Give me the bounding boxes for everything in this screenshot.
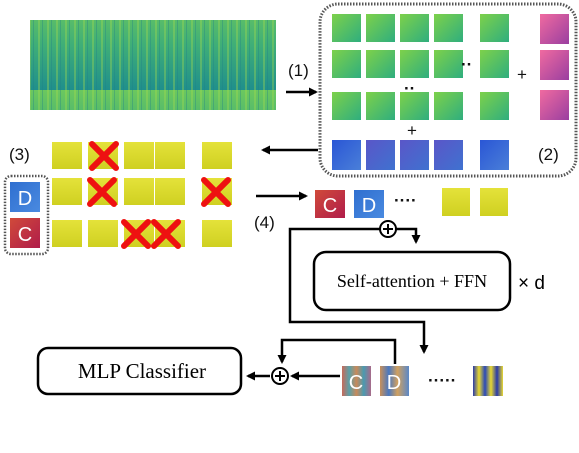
yellow-patch xyxy=(52,220,82,247)
spectrogram-patch xyxy=(400,92,429,120)
token-embedding xyxy=(540,50,569,80)
spectrogram-patch xyxy=(366,50,395,78)
yellow-patch xyxy=(52,178,82,205)
token-embedding xyxy=(540,90,569,120)
spectrogram-patch xyxy=(332,50,361,78)
arrow-dist-to-sum xyxy=(277,338,397,364)
seq-patch xyxy=(442,188,470,216)
ellipsis-row3: ·· xyxy=(404,79,415,98)
token-embedding xyxy=(540,14,569,44)
spectrogram-patch xyxy=(434,14,463,42)
mask-cross-icon xyxy=(121,219,151,249)
mask-cross-icon xyxy=(201,177,231,207)
distillation-token-label: D xyxy=(18,188,32,210)
output-dist-token-label: D xyxy=(387,372,401,394)
yellow-patch xyxy=(202,220,232,247)
spectrogram-patch xyxy=(366,14,395,42)
mask-cross-icon xyxy=(89,141,119,171)
ellipsis-output: ····· xyxy=(428,371,456,390)
position-embedding xyxy=(366,140,395,170)
output-patch-token xyxy=(473,366,503,396)
yellow-patch xyxy=(202,142,232,169)
spectrogram-patch xyxy=(480,92,509,120)
spectrogram-patch xyxy=(480,50,509,78)
position-embedding xyxy=(332,140,361,170)
step3-label: (3) xyxy=(9,145,30,164)
mlp-classifier-label: MLP Classifier xyxy=(78,359,206,383)
ellipsis-row1: ·· xyxy=(461,55,472,74)
mask-cross-icon xyxy=(151,219,181,249)
step4-label: (4) xyxy=(254,213,275,232)
distillation-token xyxy=(10,182,40,212)
residual-loop xyxy=(288,227,429,354)
seq-class-token-label: C xyxy=(323,195,337,217)
spectrogram-patch xyxy=(434,50,463,78)
transformer-block-label: Self-attention + FFN xyxy=(337,271,487,291)
spectrogram-patch xyxy=(400,50,429,78)
yellow-patch xyxy=(88,220,118,247)
add-op-plus xyxy=(383,224,393,234)
transformer-block xyxy=(312,250,512,312)
repeat-label: × d xyxy=(518,273,545,294)
spectrogram-patch xyxy=(480,14,509,42)
plus-sign: + xyxy=(407,121,417,140)
ellipsis-sequence: ···· xyxy=(394,191,417,210)
yellow-patch xyxy=(155,178,185,205)
output-class-token-label: C xyxy=(349,372,363,394)
plus-sign: + xyxy=(517,65,527,84)
line-seq-to-add xyxy=(396,227,421,244)
yellow-patch xyxy=(155,142,185,169)
spectrogram-patch xyxy=(332,92,361,120)
yellow-patch xyxy=(52,142,82,169)
mlp-classifier-block xyxy=(36,346,243,396)
step2-label: (2) xyxy=(538,145,559,164)
seq-dist-token xyxy=(354,190,384,218)
spectrogram-patch xyxy=(400,14,429,42)
spectrogram-patch xyxy=(366,92,395,120)
output-class-token xyxy=(342,366,371,396)
class-token xyxy=(10,218,40,248)
seq-class-token xyxy=(315,190,345,218)
yellow-patch xyxy=(124,178,154,205)
seq-patch xyxy=(480,188,508,216)
position-embedding xyxy=(480,140,509,170)
output-sum-plus xyxy=(275,371,285,381)
mask-cross-icon xyxy=(87,177,117,207)
output-dist-token xyxy=(380,366,409,396)
spectrogram-patch xyxy=(434,92,463,120)
seq-dist-token-label: D xyxy=(362,195,376,217)
patch-grid xyxy=(332,14,569,170)
position-embedding xyxy=(400,140,429,170)
class-token-label: C xyxy=(18,224,32,246)
patch-embedding-box xyxy=(318,2,578,178)
input-spectrogram xyxy=(30,20,276,110)
spectrogram-patch xyxy=(332,14,361,42)
step1-label: (1) xyxy=(288,61,309,80)
yellow-patch xyxy=(124,142,154,169)
mask-crosses xyxy=(87,141,231,249)
position-embedding xyxy=(434,140,463,170)
